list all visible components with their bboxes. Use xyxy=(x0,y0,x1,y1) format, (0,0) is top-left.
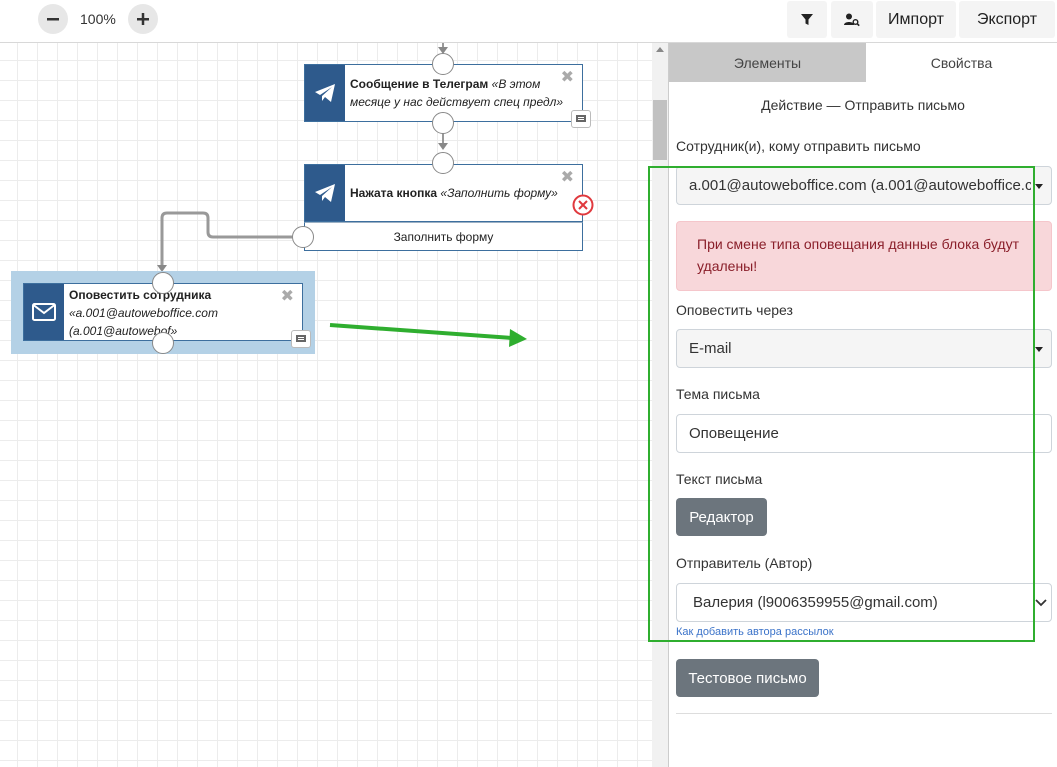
zoom-level: 100% xyxy=(80,11,116,27)
caret-down-icon xyxy=(1035,346,1043,352)
top-toolbar: 100% Импорт Экспорт xyxy=(0,0,1057,43)
block-title: Оповестить сотрудника xyxy=(69,288,212,302)
divider xyxy=(676,713,1052,714)
error-icon[interactable] xyxy=(572,194,594,216)
warning-alert: При смене типа оповещания данные блока б… xyxy=(676,221,1052,291)
editor-button[interactable]: Редактор xyxy=(676,498,767,536)
button-output-port[interactable] xyxy=(292,226,314,248)
filter-button[interactable] xyxy=(787,1,827,38)
output-port[interactable] xyxy=(152,332,174,354)
sender-select[interactable]: Валерия (l9006359955@gmail.com) xyxy=(676,583,1052,622)
input-port[interactable] xyxy=(152,272,174,294)
plus-icon xyxy=(137,13,149,25)
body-label: Текст письма xyxy=(676,471,763,487)
sender-label: Отправитель (Автор) xyxy=(676,555,813,571)
input-port[interactable] xyxy=(432,152,454,174)
block-detail: «Заполнить форму» xyxy=(440,186,558,200)
comment-icon[interactable] xyxy=(291,330,311,348)
close-icon[interactable]: ✖ xyxy=(280,288,294,305)
panel-divider xyxy=(668,43,669,767)
minus-icon xyxy=(47,18,59,21)
scroll-up-arrow-icon[interactable] xyxy=(656,47,664,52)
scrollbar-thumb[interactable] xyxy=(653,100,667,160)
recipients-label: Сотрудник(и), кому отправить письмо xyxy=(676,138,921,154)
block-text: Оповестить сотрудника «a.001@autoweboffi… xyxy=(69,286,284,340)
telegram-icon xyxy=(305,165,345,221)
tab-properties[interactable]: Свойства xyxy=(930,54,993,71)
subject-input[interactable] xyxy=(676,414,1052,453)
block-text: Сообщение в Телеграм «В этом месяце у на… xyxy=(350,75,564,111)
output-port[interactable] xyxy=(432,112,454,134)
flow-canvas[interactable]: Сообщение в Телеграм «В этом месяце у на… xyxy=(0,43,652,767)
notify-via-select[interactable]: E-mail xyxy=(676,329,1052,368)
telegram-icon xyxy=(305,65,345,121)
recipients-value: a.001@autoweboffice.com (a.001@autowebof… xyxy=(689,177,1031,194)
block-detail: «a.001@autoweboffice.com (a.001@autowebo… xyxy=(69,306,218,338)
import-button[interactable]: Импорт xyxy=(876,1,956,38)
zoom-in-button[interactable] xyxy=(128,4,158,34)
close-icon[interactable]: ✖ xyxy=(560,169,574,186)
recipients-select[interactable]: a.001@autoweboffice.com (a.001@autowebof… xyxy=(676,166,1052,205)
input-port[interactable] xyxy=(432,53,454,75)
properties-panel: Элементы Свойства Действие — Отправить п… xyxy=(669,43,1057,767)
annotation-arrow xyxy=(329,323,527,347)
caret-down-icon xyxy=(1035,183,1043,189)
notify-via-value: E-mail xyxy=(689,340,732,357)
mail-icon xyxy=(24,284,64,340)
notify-via-label: Оповестить через xyxy=(676,302,793,318)
user-search-button[interactable] xyxy=(831,1,873,38)
tab-elements[interactable]: Элементы xyxy=(669,43,866,82)
subject-label: Тема письма xyxy=(676,386,760,402)
export-button[interactable]: Экспорт xyxy=(959,1,1055,38)
block-button-row[interactable]: Заполнить форму xyxy=(304,222,583,251)
add-author-link[interactable]: Как добавить автора рассылок xyxy=(676,626,834,638)
block-title: Сообщение в Телеграм xyxy=(350,77,489,91)
user-search-icon xyxy=(844,13,860,26)
block-text: Нажата кнопка «Заполнить форму» xyxy=(350,184,564,202)
chevron-down-icon xyxy=(1035,599,1047,607)
block-title: Нажата кнопка xyxy=(350,186,438,200)
comment-icon[interactable] xyxy=(571,110,591,128)
test-email-button[interactable]: Тестовое письмо xyxy=(676,659,819,697)
flow-block-button-pressed[interactable]: Нажата кнопка «Заполнить форму» ✖ xyxy=(304,164,583,222)
filter-icon xyxy=(801,13,813,25)
panel-header: Действие — Отправить письмо xyxy=(761,97,965,113)
close-icon[interactable]: ✖ xyxy=(560,69,574,86)
sender-value: Валерия (l9006359955@gmail.com) xyxy=(693,594,938,611)
flow-block-notify-employee[interactable]: Оповестить сотрудника «a.001@autoweboffi… xyxy=(23,283,303,341)
block-detail: «В этом месяце у нас действует спец пред… xyxy=(350,77,564,109)
canvas-scrollbar[interactable] xyxy=(652,43,668,767)
zoom-out-button[interactable] xyxy=(38,4,68,34)
